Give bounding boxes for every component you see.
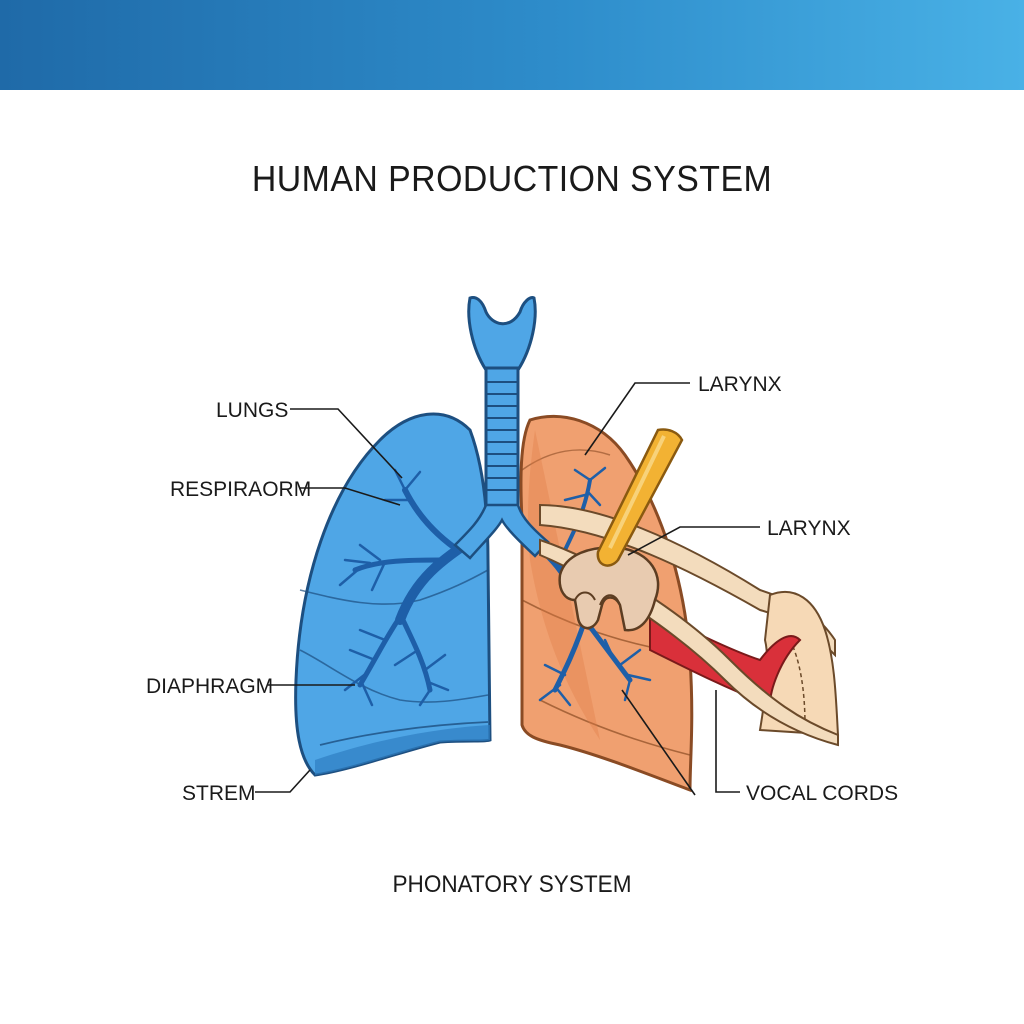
label-larynx-top: LARYNX bbox=[698, 373, 782, 396]
right-lung bbox=[521, 416, 692, 790]
label-larynx-mid: LARYNX bbox=[767, 517, 851, 540]
label-diaphragm: DIAPHRAGM bbox=[146, 675, 273, 698]
diagram-subtitle: PHONATORY SYSTEM bbox=[31, 871, 994, 899]
label-vocal-cords: VOCAL CORDS bbox=[746, 782, 898, 805]
vocal-cords-leader-line bbox=[716, 690, 740, 792]
strem-leader-line bbox=[255, 770, 310, 792]
label-respiraorm: RESPIRAORM bbox=[170, 478, 311, 501]
label-strem: STREM bbox=[182, 782, 256, 805]
label-lungs: LUNGS bbox=[216, 399, 288, 422]
